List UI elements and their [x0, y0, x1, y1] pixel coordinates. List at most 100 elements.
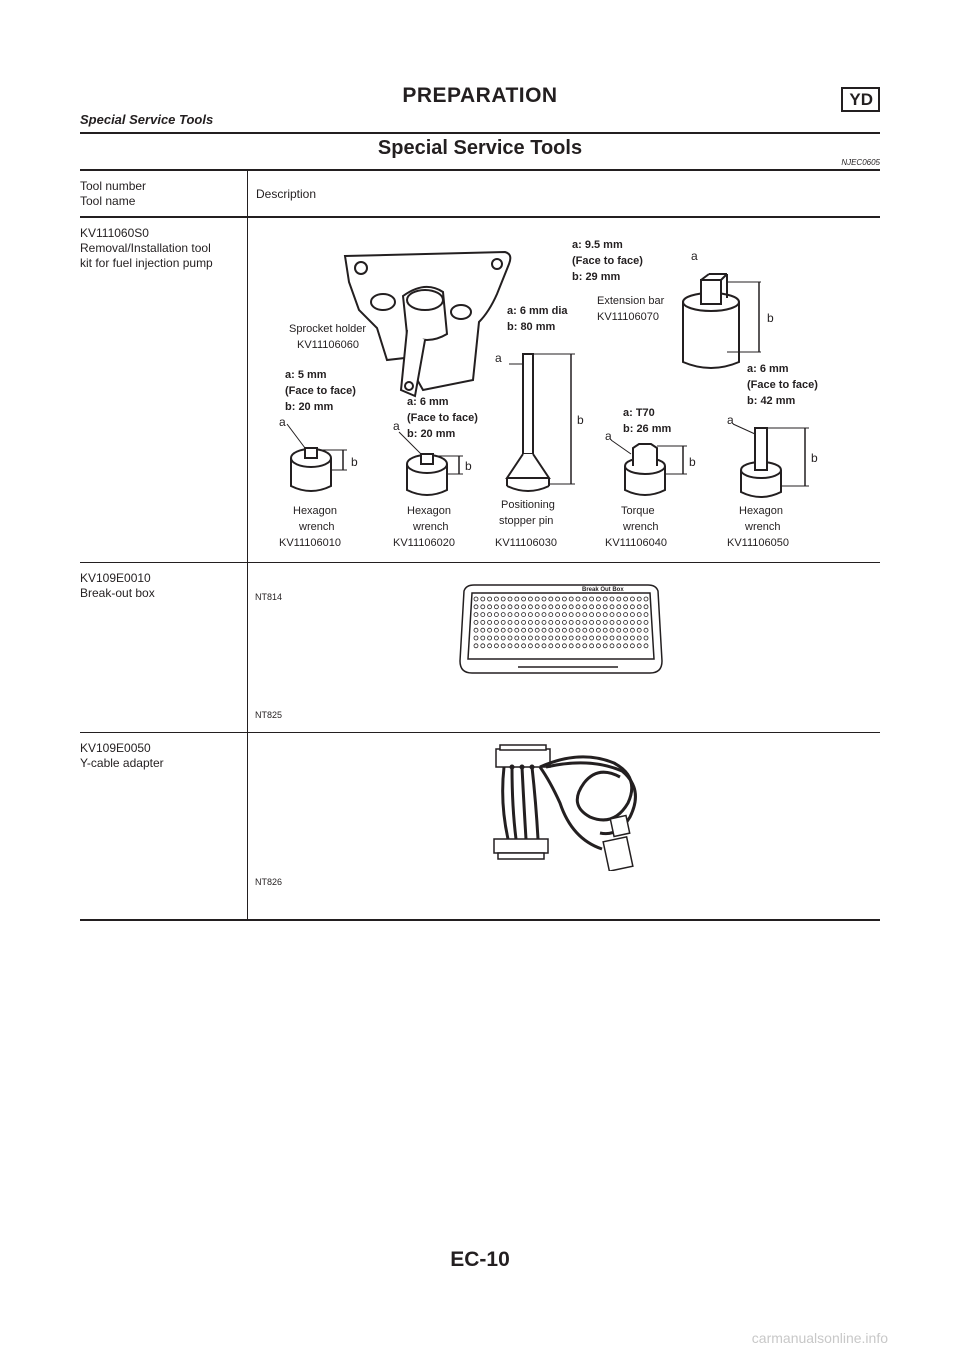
figure-code: NT814 — [255, 592, 283, 602]
connector-pin — [473, 604, 479, 610]
connector-pin — [643, 604, 649, 610]
connector-pin — [528, 612, 533, 617]
label-t5-spec: (Face to face) — [747, 379, 818, 391]
tool-cell: KV109E0050 Y-cable adapter — [80, 741, 240, 771]
page-header: PREPARATION YD Special Service Tools — [80, 84, 880, 134]
connector-pin — [643, 635, 649, 641]
connector-pin — [514, 620, 520, 625]
connector-pin — [602, 643, 608, 649]
connector-pin — [589, 627, 595, 633]
connector-pin — [480, 596, 486, 602]
label-t4-name: Torque — [621, 505, 655, 517]
connector-pin — [480, 612, 486, 617]
connector-pin — [636, 620, 642, 625]
connector-pin — [643, 643, 649, 649]
label-t4-spec: b: 26 mm — [623, 423, 672, 435]
dim-b: b — [351, 455, 358, 469]
dim-b: b — [811, 451, 818, 465]
connector-pin — [480, 635, 486, 641]
connector-pin — [548, 627, 554, 633]
connector-pin — [473, 643, 479, 649]
figure-code: NT826 — [255, 877, 283, 887]
connector-pin — [582, 612, 588, 617]
connector-pin — [514, 643, 520, 649]
connector-pin — [494, 627, 499, 633]
label-t4-spec: a: T70 — [623, 407, 655, 419]
connector-pin — [494, 635, 499, 641]
tool-name-cont: kit for fuel injection pump — [80, 256, 213, 270]
connector-pin — [616, 635, 622, 641]
label-t1-name: Hexagon — [293, 505, 337, 517]
label-t6-spec: (Face to face) — [572, 255, 643, 267]
dim-b: b — [577, 413, 584, 427]
title-rule — [80, 169, 880, 171]
connector-pin — [507, 596, 513, 602]
label-t5-number: KV11106050 — [727, 537, 789, 546]
label-t1-number: KV11106010 — [279, 537, 341, 546]
connector-pin — [548, 635, 554, 641]
connector-pin — [555, 635, 560, 641]
label-t1-name: wrench — [298, 521, 334, 533]
label-t2-spec: (Face to face) — [407, 412, 478, 424]
connector-pin — [541, 596, 547, 602]
connector-pin — [534, 596, 540, 602]
label-sprocket-name: Sprocket holder — [289, 323, 366, 335]
connector-pin — [589, 604, 595, 610]
connector-pin — [602, 612, 608, 617]
dim-a: a — [279, 415, 286, 429]
connector-pin — [494, 604, 499, 610]
connector-pin — [500, 604, 506, 610]
dim-a: a — [605, 429, 612, 443]
tool-number: KV109E0010 — [80, 571, 151, 585]
dim-b: b — [689, 455, 696, 469]
dim-b: b — [767, 311, 774, 325]
connector-pin — [636, 635, 642, 641]
column-divider — [247, 218, 248, 562]
connector-pin — [582, 635, 588, 641]
connector-pin — [623, 612, 629, 617]
y-cable-adapter-figure — [493, 744, 637, 871]
connector-pin — [514, 612, 520, 617]
connector-pin — [643, 612, 649, 617]
connector-pin — [623, 635, 629, 641]
connector-pin — [487, 627, 493, 633]
hex-wrench-1-illustration — [286, 423, 347, 492]
label-sprocket-number: KV11106060 — [297, 339, 359, 351]
connector-pin — [507, 627, 513, 633]
connector-pin — [500, 620, 506, 625]
label-t1-spec: b: 20 mm — [285, 401, 334, 413]
connector-pin — [575, 643, 581, 649]
connector-pin — [568, 620, 574, 625]
connector-pin — [636, 612, 642, 617]
label-t6-spec: a: 9.5 mm — [572, 239, 623, 251]
connector-pin — [480, 604, 486, 610]
extension-bar-illustration — [682, 273, 761, 369]
dim-a: a — [393, 419, 400, 433]
header-description: Description — [256, 187, 317, 201]
connector-pin — [555, 604, 560, 610]
connector-pin — [562, 620, 567, 625]
connector-pin — [636, 604, 642, 610]
connector-pin — [575, 596, 581, 602]
connector-pin — [541, 604, 547, 610]
connector-pin — [555, 627, 560, 633]
connector-pin — [582, 627, 588, 633]
connector-pin — [548, 620, 554, 625]
connector-pin — [534, 620, 540, 625]
header-subtitle: Special Service Tools — [80, 112, 214, 127]
connector-pin — [548, 604, 554, 610]
connector-pin — [609, 596, 615, 602]
dim-a: a — [727, 413, 734, 427]
column-divider — [247, 171, 248, 216]
connector-pin — [575, 612, 581, 617]
tool-number: KV111060S0 — [80, 226, 149, 240]
header-tool-cell: Tool number Tool name — [80, 179, 240, 209]
connector-pin — [595, 643, 601, 649]
connector-pin — [487, 635, 493, 641]
connector-pin — [534, 612, 540, 617]
y-cable-adapter-illustration — [493, 744, 637, 871]
connector-pin — [500, 612, 506, 617]
connector-pin — [494, 596, 499, 602]
connector-pin — [623, 604, 629, 610]
connector-pin — [480, 627, 486, 633]
